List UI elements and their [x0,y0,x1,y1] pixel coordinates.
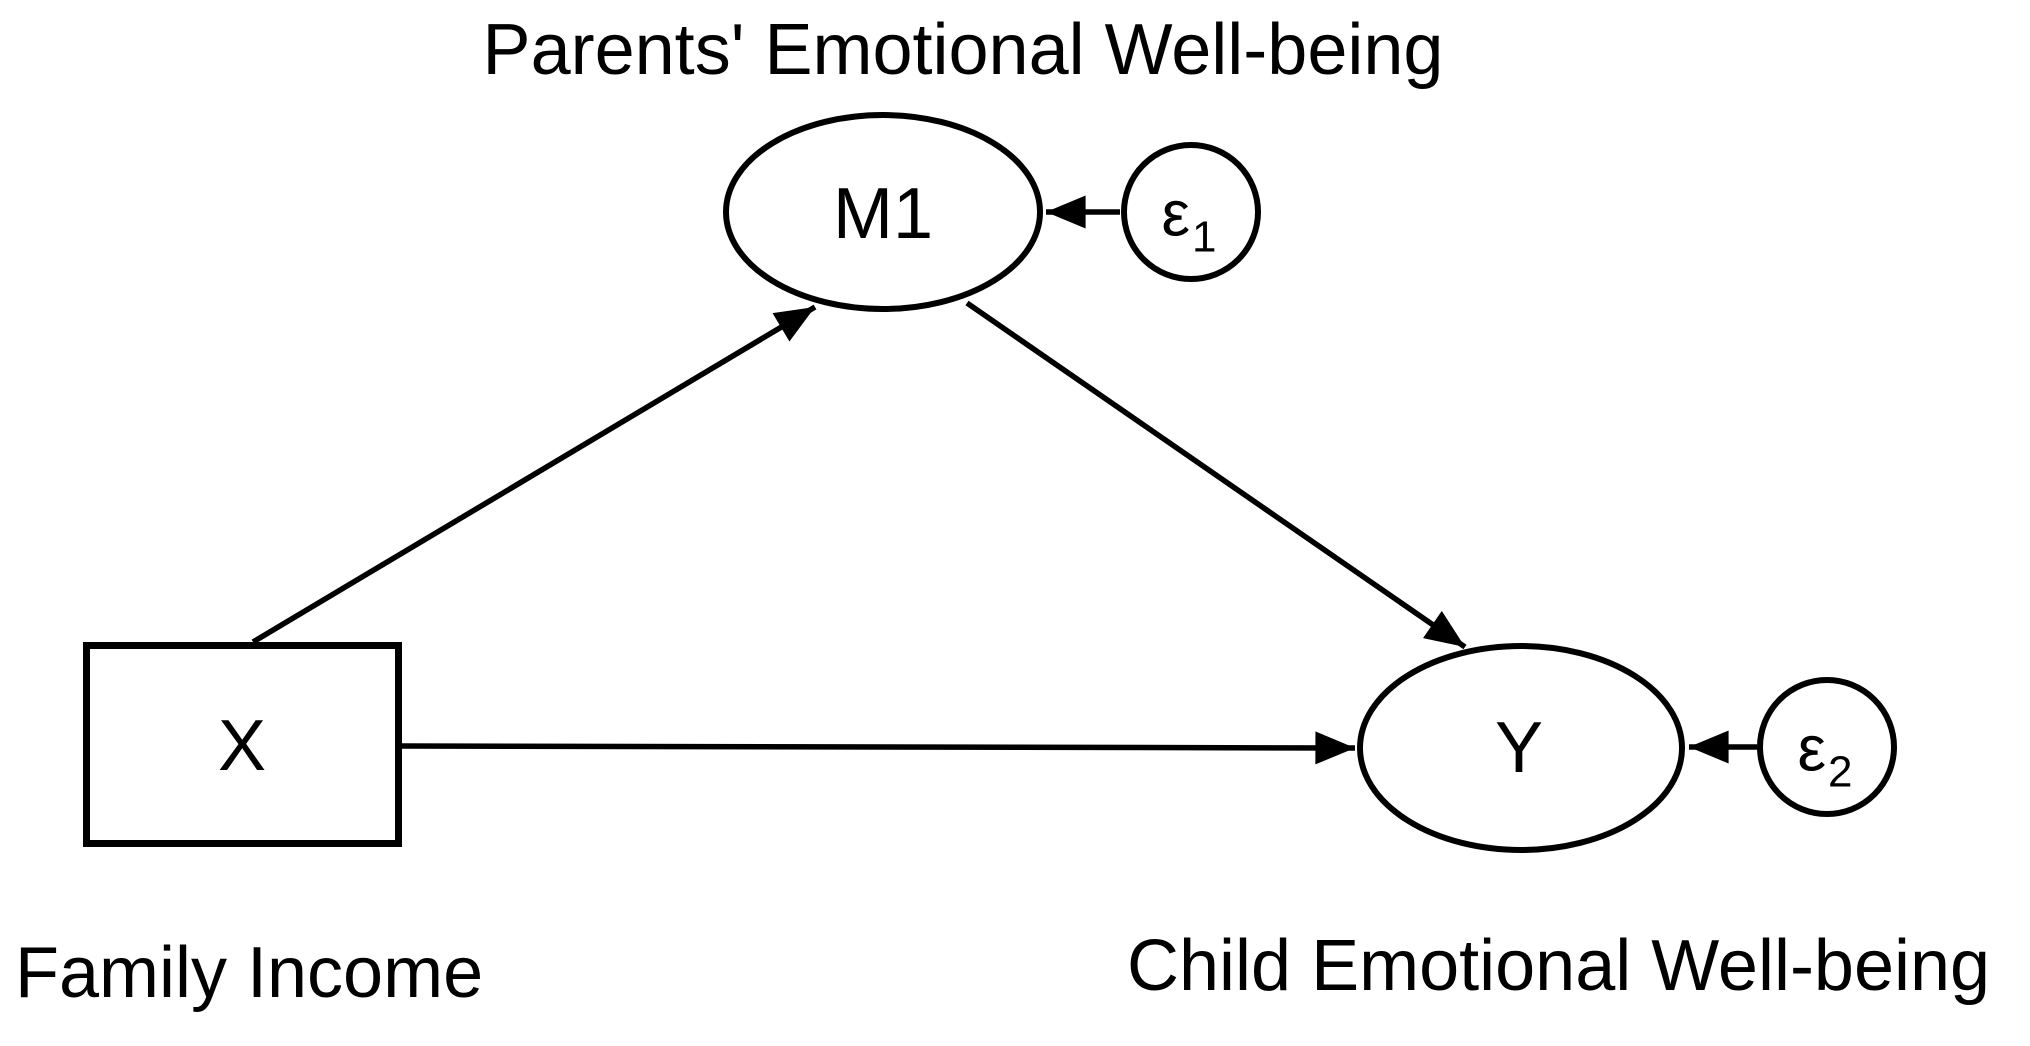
edge-x-to-m1 [251,304,817,645]
node-y-ellipse [1357,643,1685,853]
label-child-emotional-wellbeing: Child Emotional Well-being [1127,926,1991,1006]
label-x: X [217,706,267,786]
label-y: Y [1494,708,1544,788]
epsilon2-symbol: ε [1797,712,1827,785]
epsilon1-symbol: ε [1161,177,1191,250]
edge-m1-to-y [965,300,1467,650]
node-error2-circle [1757,677,1897,817]
node-x-rectangle [83,642,402,847]
edge-x-to-y [401,731,1356,765]
label-epsilon2: ε2 [1797,716,1852,794]
label-parents-emotional-wellbeing: Parents' Emotional Well-being [482,10,1444,90]
node-m1-ellipse [723,112,1043,312]
label-family-income: Family Income [15,933,484,1013]
node-error1-circle [1121,142,1261,282]
epsilon2-subscript: 2 [1828,747,1853,797]
label-epsilon1: ε1 [1161,181,1216,259]
label-m1: M1 [832,174,934,254]
epsilon1-subscript: 1 [1192,212,1217,262]
